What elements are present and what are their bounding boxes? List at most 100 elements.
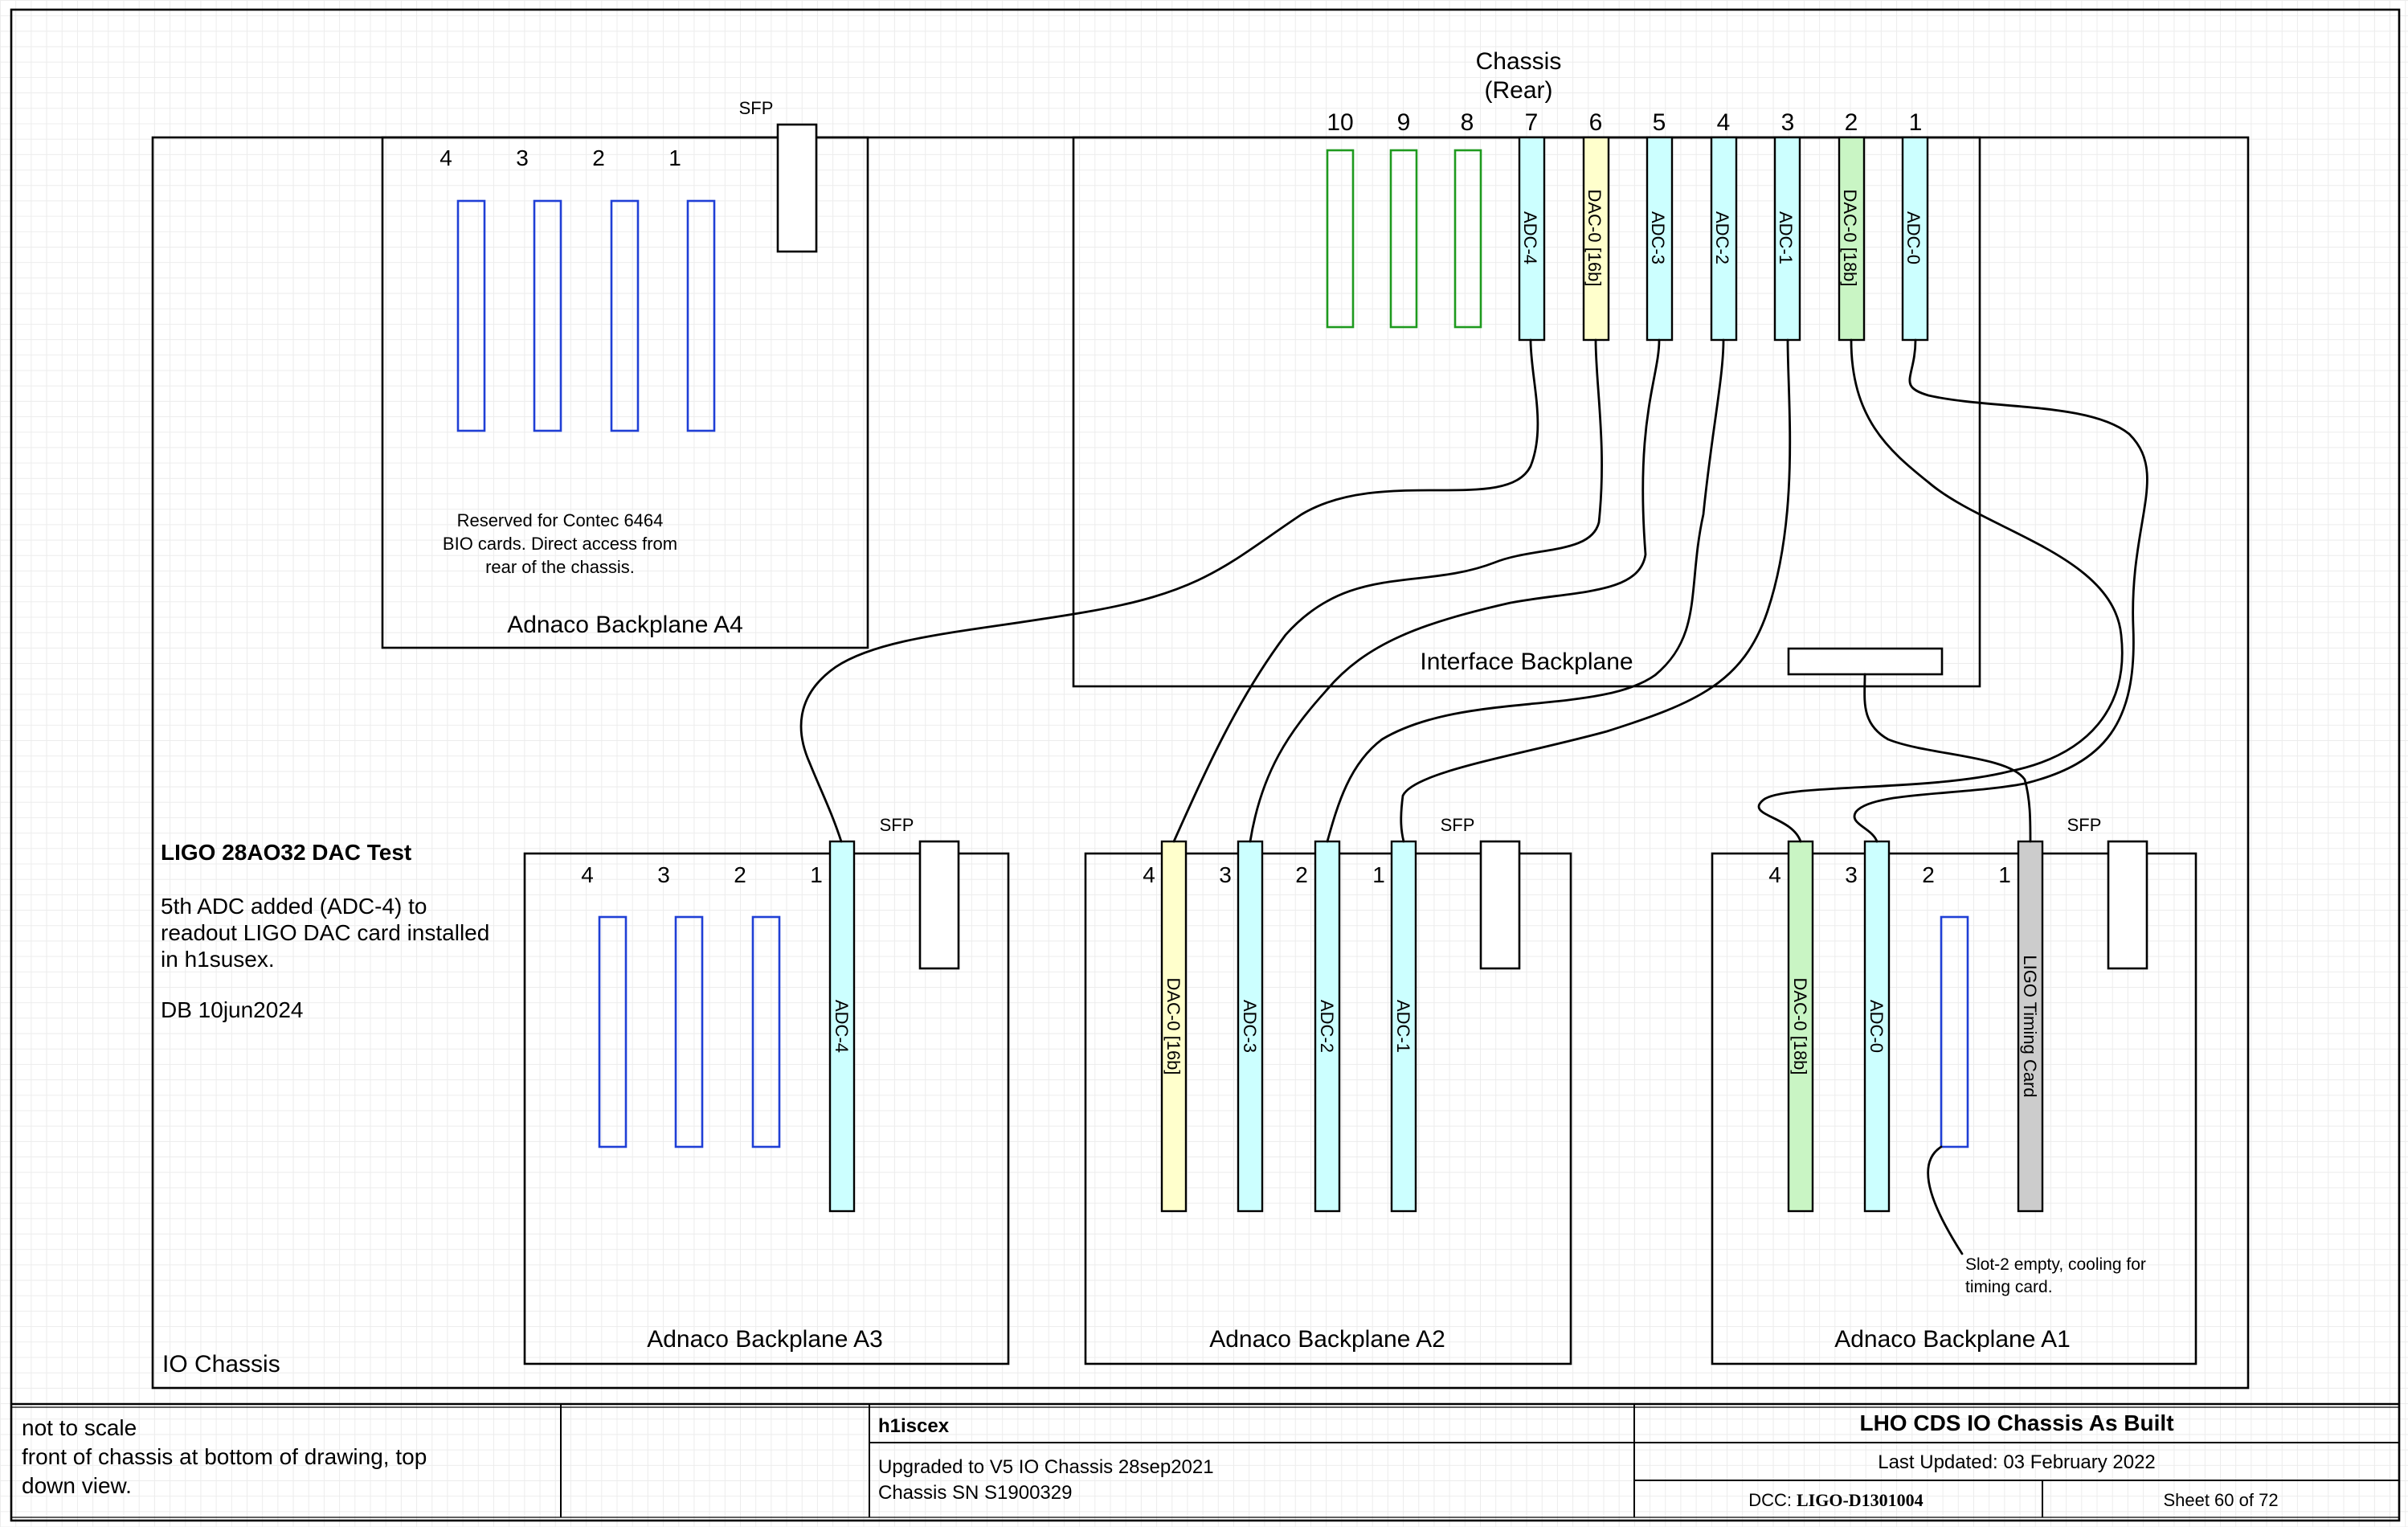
cable-adc-1 [1400,338,1792,843]
a1-card-ligo-timing [2017,840,2044,1213]
a1-card-label: ADC-0 [1866,1000,1887,1053]
notes-line1: 5th ADC added (ADC-4) to [161,894,427,919]
scale-note-line3: down view. [22,1473,132,1498]
a1-note-line1: Slot-2 empty, cooling for [1965,1255,2146,1274]
a2-slot-number: 4 [1143,862,1155,887]
a4-note-line1: Reserved for Contec 6464 [457,510,664,530]
a2-card-adc-3 [1237,840,1264,1213]
interface-card-adc-4 [1518,136,1546,342]
interface-card-label: ADC-4 [1520,211,1540,264]
interface-card-label: ADC-0 [1903,211,1924,264]
backplane-a3-outline [523,852,1010,1365]
a4-slot-number: 2 [592,145,605,170]
a2-card-adc-2 [1314,840,1341,1213]
chassis-serial: Chassis SN S1900329 [878,1482,1072,1504]
a1-sfp-port [2107,840,2148,970]
backplane-a4: Adnaco Backplane A4 4 3 2 1 SFP Reserved… [381,98,869,649]
cable-timing [1863,673,2032,843]
a3-empty-slot-3 [674,915,704,1148]
notes-title: LIGO 28AO32 DAC Test [161,840,411,865]
interface-card-label: ADC-3 [1648,211,1668,264]
interface-card-dac-0-18b [1838,136,1866,342]
a1-card-label: LIGO Timing Card [2020,955,2040,1097]
interface-card-label: DAC-0 [16b] [1584,189,1605,286]
a2-slot-number: 1 [1372,862,1385,887]
a3-slot-number: 3 [657,862,670,887]
dcc-label: DCC: [1748,1490,1792,1510]
interface-card-label: ADC-1 [1776,211,1796,264]
scale-note-line2: front of chassis at bottom of drawing, t… [22,1444,427,1469]
a2-sfp-port [1479,840,1521,970]
backplane-a4-outline [381,136,869,649]
cable-dac-0-16b [1172,338,1603,843]
a4-empty-slot-2 [610,199,640,432]
a2-slot-number: 2 [1295,862,1308,887]
interface-slot-number: 10 [1327,109,1353,136]
interface-card-adc-2 [1710,136,1738,342]
a2-card-label: ADC-2 [1317,1000,1337,1053]
interface-slot-number: 7 [1525,109,1539,136]
a2-slot-number: 3 [1219,862,1232,887]
a2-card-dac-0-16b [1160,840,1188,1213]
a1-slot-number: 4 [1768,862,1781,887]
backplane-a2-title: Adnaco Backplane A2 [1209,1326,1445,1353]
interface-slot-number: 6 [1589,109,1603,136]
io-chassis-label: IO Chassis [162,1351,280,1377]
backplane-a1-title: Adnaco Backplane A1 [1834,1326,2071,1353]
chassis-header-line2: (Rear) [1484,77,1552,104]
a1-card-adc-0 [1863,840,1891,1213]
a4-empty-slot-4 [456,199,486,432]
a1-sfp-label: SFP [2067,815,2102,835]
backplane-a1-outline [1711,852,2197,1365]
interface-timing-connector [1787,647,1944,676]
interface-slot-number: 3 [1781,109,1795,136]
interface-slot-number: 5 [1653,109,1666,136]
sheet-number: Sheet 60 of 72 [2163,1490,2278,1510]
cable-adc-2 [1326,338,1725,843]
cable-dac-0-18b [1757,338,2124,843]
interface-card-label: ADC-2 [1712,211,1732,264]
interface-slot-number: 9 [1397,109,1411,136]
backplane-a3-title: Adnaco Backplane A3 [647,1326,883,1353]
a3-sfp-label: SFP [880,815,914,835]
a1-slot-number: 1 [1998,862,2011,887]
a1-empty-slot-2 [1940,915,1969,1148]
change-notes: LIGO 28AO32 DAC Test 5th ADC added (ADC-… [161,840,489,1022]
a2-card-label: DAC-0 [16b] [1163,977,1184,1075]
a3-slot-number: 4 [581,862,594,887]
cable-adc-4 [799,338,1539,843]
notes-signature: DB 10jun2024 [161,997,303,1022]
notes-line2: readout LIGO DAC card installed [161,920,489,945]
a4-empty-slot-3 [533,199,562,432]
scale-note-line1: not to scale [22,1415,137,1440]
a2-sfp-label: SFP [1441,815,1475,835]
interface-empty-slot-10 [1326,149,1355,329]
cable-adc-3 [1249,338,1661,843]
interface-slot-number: 2 [1845,109,1858,136]
a4-slot-number: 1 [668,145,681,170]
notes-line3: in h1susex. [161,947,275,972]
a3-empty-slot-4 [598,915,628,1148]
a3-card-adc-4 [828,840,856,1213]
cable-adc-0 [1853,338,2148,843]
backplane-a2: Adnaco Backplane A2 4 3 2 1 DAC-0 [16b] … [1084,815,1572,1365]
a1-slot-number: 3 [1845,862,1858,887]
a4-slot-number: 3 [516,145,529,170]
a4-empty-slot-1 [686,199,716,432]
host-name: h1iscex [878,1415,950,1437]
a4-slot-number: 4 [439,145,452,170]
a1-card-dac-0-18b [1787,840,1814,1213]
document-title: LHO CDS IO Chassis As Built [1859,1410,2173,1435]
last-updated: Last Updated: 03 February 2022 [1878,1451,2156,1473]
dcc-number: LIGO-D1301004 [1797,1490,1924,1510]
a1-card-label: DAC-0 [18b] [1790,977,1810,1075]
backplane-a4-title: Adnaco Backplane A4 [507,612,743,638]
a3-slot-number: 2 [734,862,746,887]
a3-sfp-port [918,840,960,970]
a2-card-adc-1 [1390,840,1417,1213]
interface-card-label: DAC-0 [18b] [1840,189,1860,286]
interface-empty-slot-9 [1389,149,1418,329]
interface-backplane-title: Interface Backplane [1420,649,1633,675]
upgrade-note: Upgraded to V5 IO Chassis 28sep2021 [878,1456,1214,1478]
